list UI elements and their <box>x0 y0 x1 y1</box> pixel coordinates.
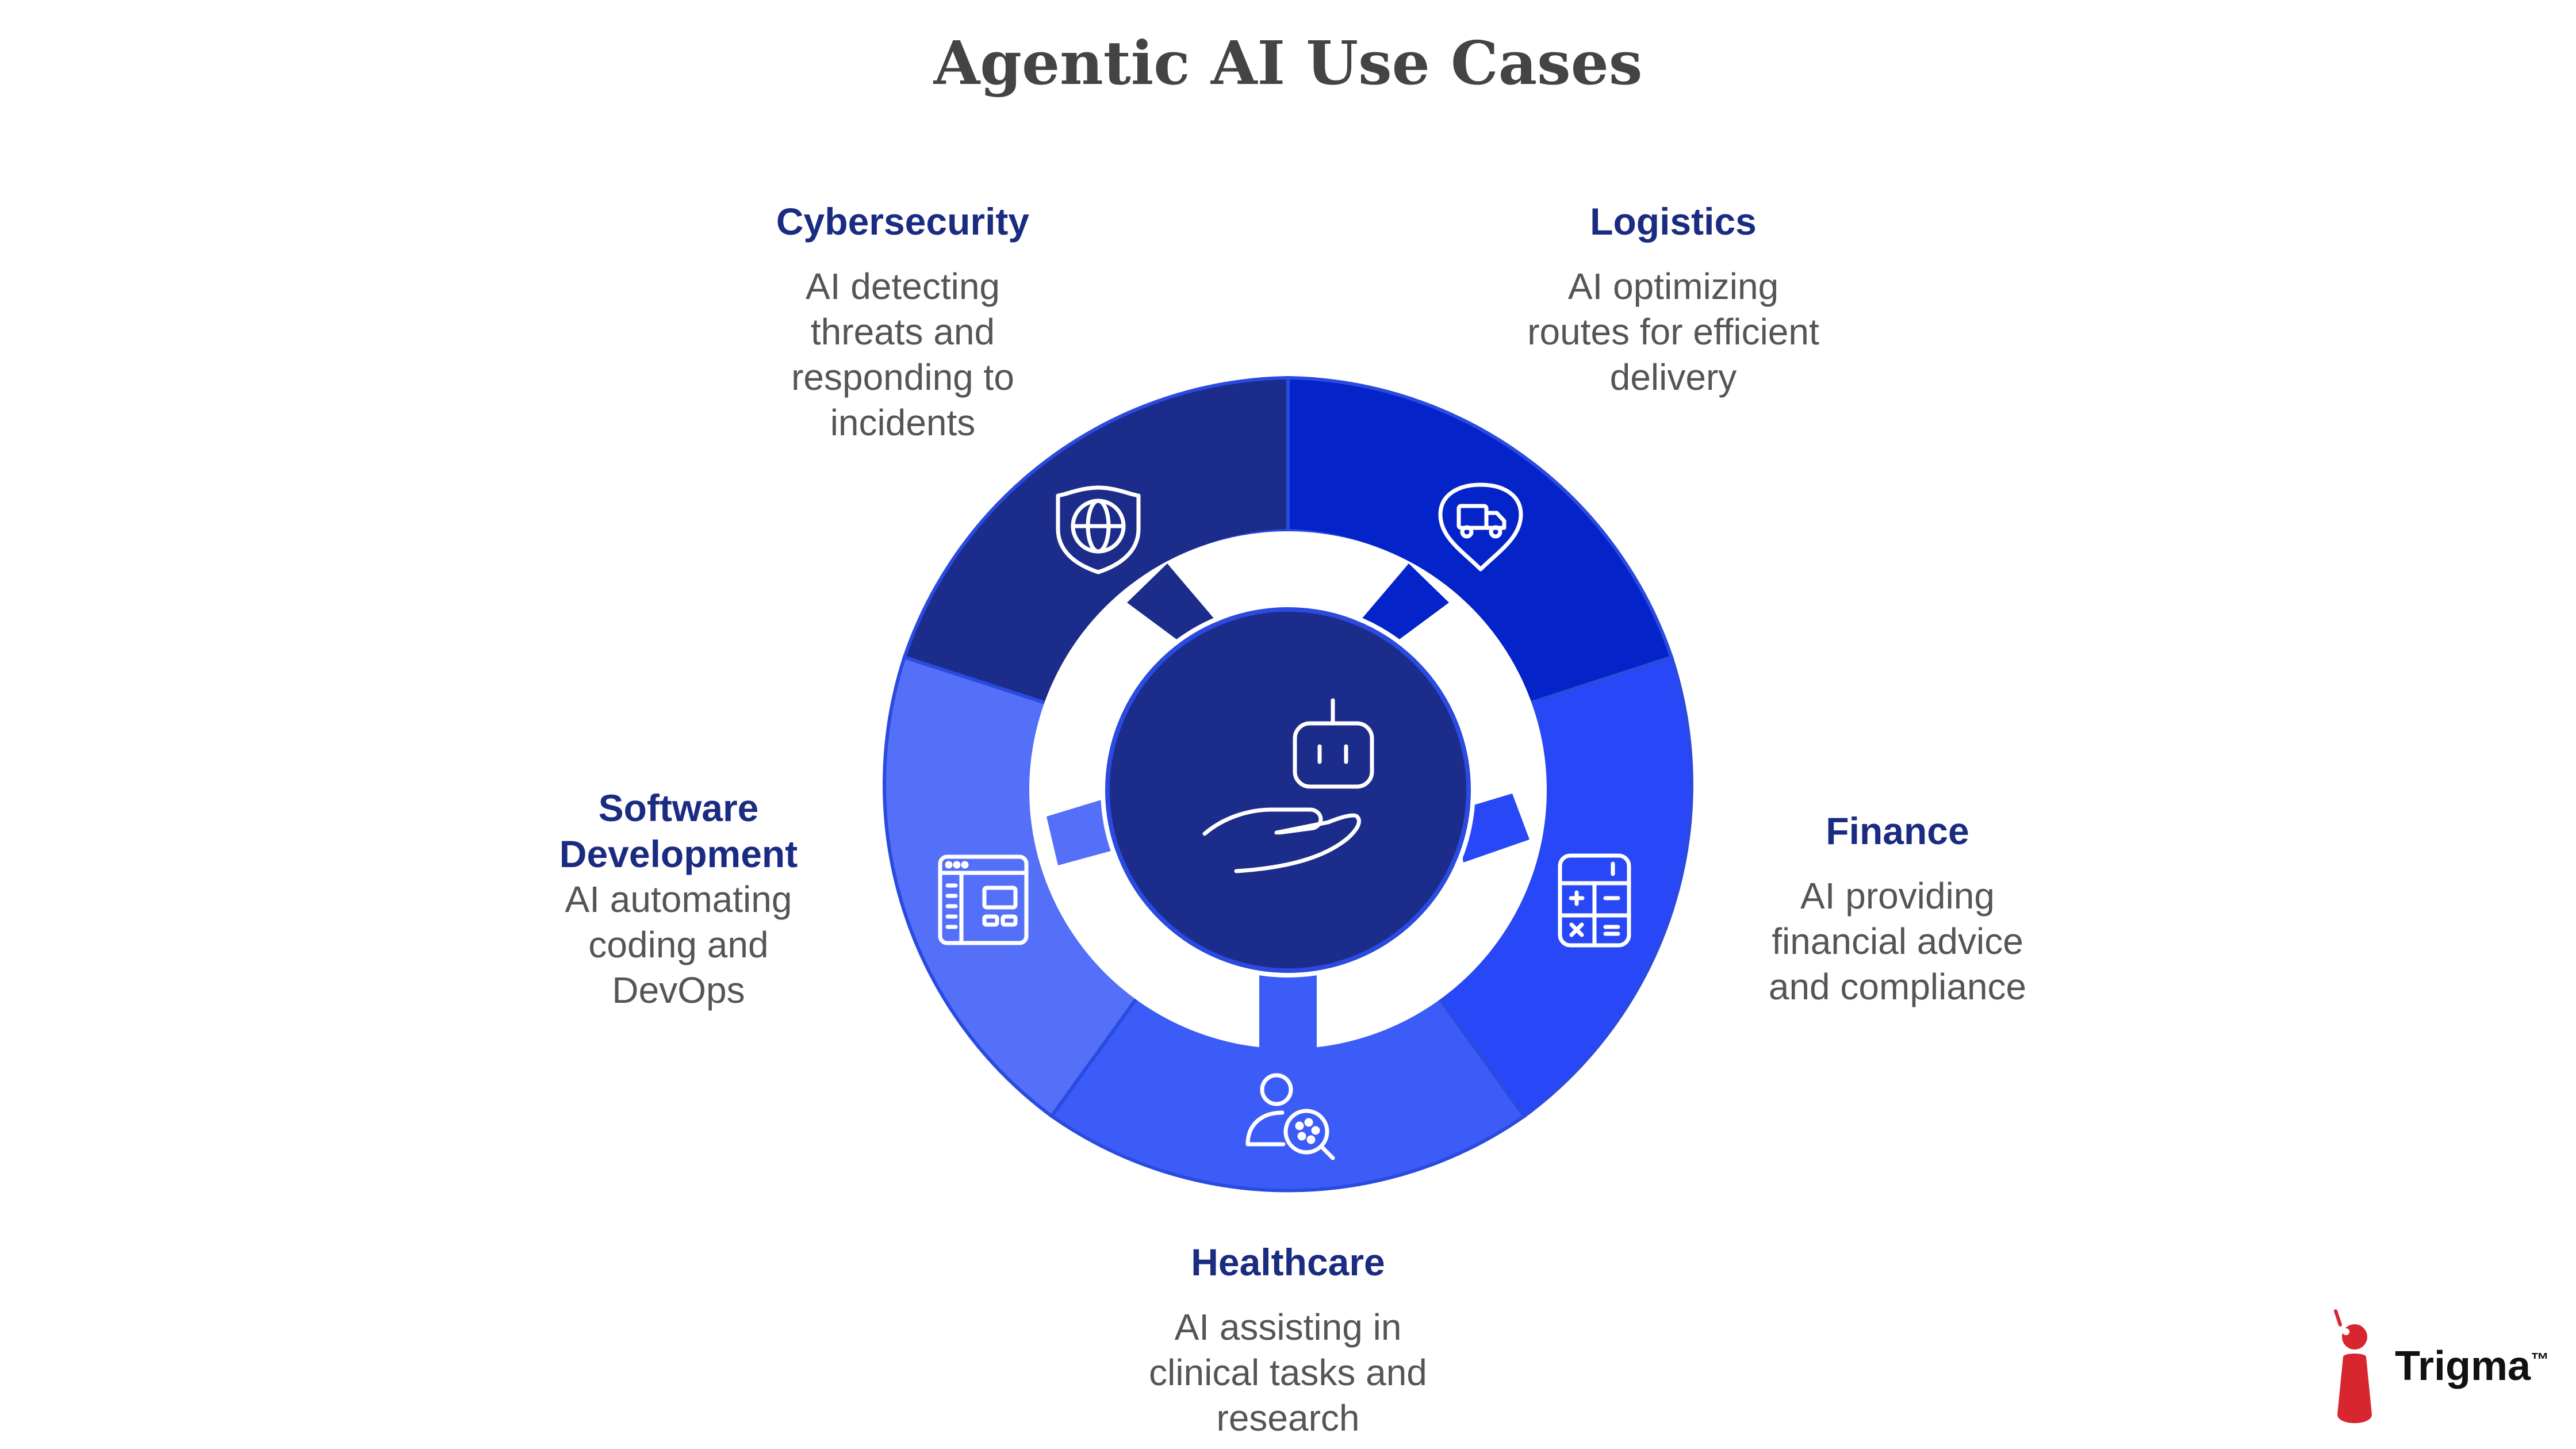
ring-segments <box>883 375 1693 1193</box>
page-title: Agentic AI Use Cases <box>933 28 1643 98</box>
label-cybersecurity-description: AI detecting threats and responding to i… <box>730 264 1075 446</box>
doctor-microscope-icon <box>1245 1073 1335 1160</box>
brand-figure-icon <box>2334 1309 2372 1423</box>
description-line: incidents <box>830 402 976 443</box>
spoke-cybersecurity <box>1127 564 1216 649</box>
heading-line: Development <box>559 833 798 875</box>
description-line: AI assisting in <box>1174 1306 1402 1348</box>
label-logistics-heading: Logistics <box>1590 200 1757 243</box>
label-cybersecurity-heading: Cybersecurity <box>776 200 1030 243</box>
label-logistics: Logistics AI optimizing routes for effic… <box>1501 198 1846 400</box>
shield-globe-icon <box>1056 485 1141 574</box>
description-line: AI optimizing <box>1567 266 1779 307</box>
label-finance: Finance AI providing financial advice an… <box>1725 808 2070 1010</box>
brand-logo: Trigma™ <box>2323 1300 2570 1432</box>
description-line: and compliance <box>1768 966 2027 1007</box>
brand-name-text: Trigma <box>2395 1343 2531 1389</box>
description-line: responding to <box>791 356 1014 398</box>
label-cybersecurity: Cybersecurity AI detecting threats and r… <box>730 198 1075 446</box>
label-logistics-description: AI optimizing routes for efficient deliv… <box>1501 264 1846 400</box>
brand-name: Trigma™ <box>2395 1343 2549 1390</box>
description-line: delivery <box>1609 356 1737 398</box>
description-line: financial advice <box>1772 921 2023 962</box>
calculator-icon <box>1558 853 1631 948</box>
browser-layout-icon <box>938 854 1029 945</box>
center-halo <box>1101 603 1475 977</box>
label-healthcare-heading: Healthcare <box>1191 1241 1385 1283</box>
label-healthcare-description: AI assisting in clinical tasks and resea… <box>1110 1305 1466 1441</box>
description-line: AI providing <box>1800 875 1995 917</box>
label-finance-heading: Finance <box>1826 810 1969 852</box>
description-line: clinical tasks and <box>1149 1352 1427 1393</box>
label-healthcare: Healthcare AI assisting in clinical task… <box>1110 1239 1466 1441</box>
label-finance-description: AI providing financial advice and compli… <box>1725 873 2070 1010</box>
brand-trademark: ™ <box>2531 1349 2550 1370</box>
description-line: AI detecting <box>806 266 1000 307</box>
description-line: routes for efficient <box>1527 311 1819 352</box>
label-software-development-description: AI automating coding and DevOps <box>506 877 851 1013</box>
center-hub <box>1105 607 1471 973</box>
description-line: threats and <box>810 311 995 352</box>
description-line: research <box>1216 1397 1360 1439</box>
spoke-logistics <box>1360 564 1449 649</box>
description-line: AI automating <box>565 879 792 920</box>
description-line: coding and <box>588 924 769 965</box>
heading-line: Software <box>598 787 759 829</box>
truck-location-icon <box>1438 482 1523 572</box>
label-software-development-heading: Software Development <box>506 785 851 877</box>
label-software-development: Software Development AI automating codin… <box>506 785 851 1013</box>
description-line: DevOps <box>612 969 745 1011</box>
robot-hand-icon <box>1202 698 1374 873</box>
